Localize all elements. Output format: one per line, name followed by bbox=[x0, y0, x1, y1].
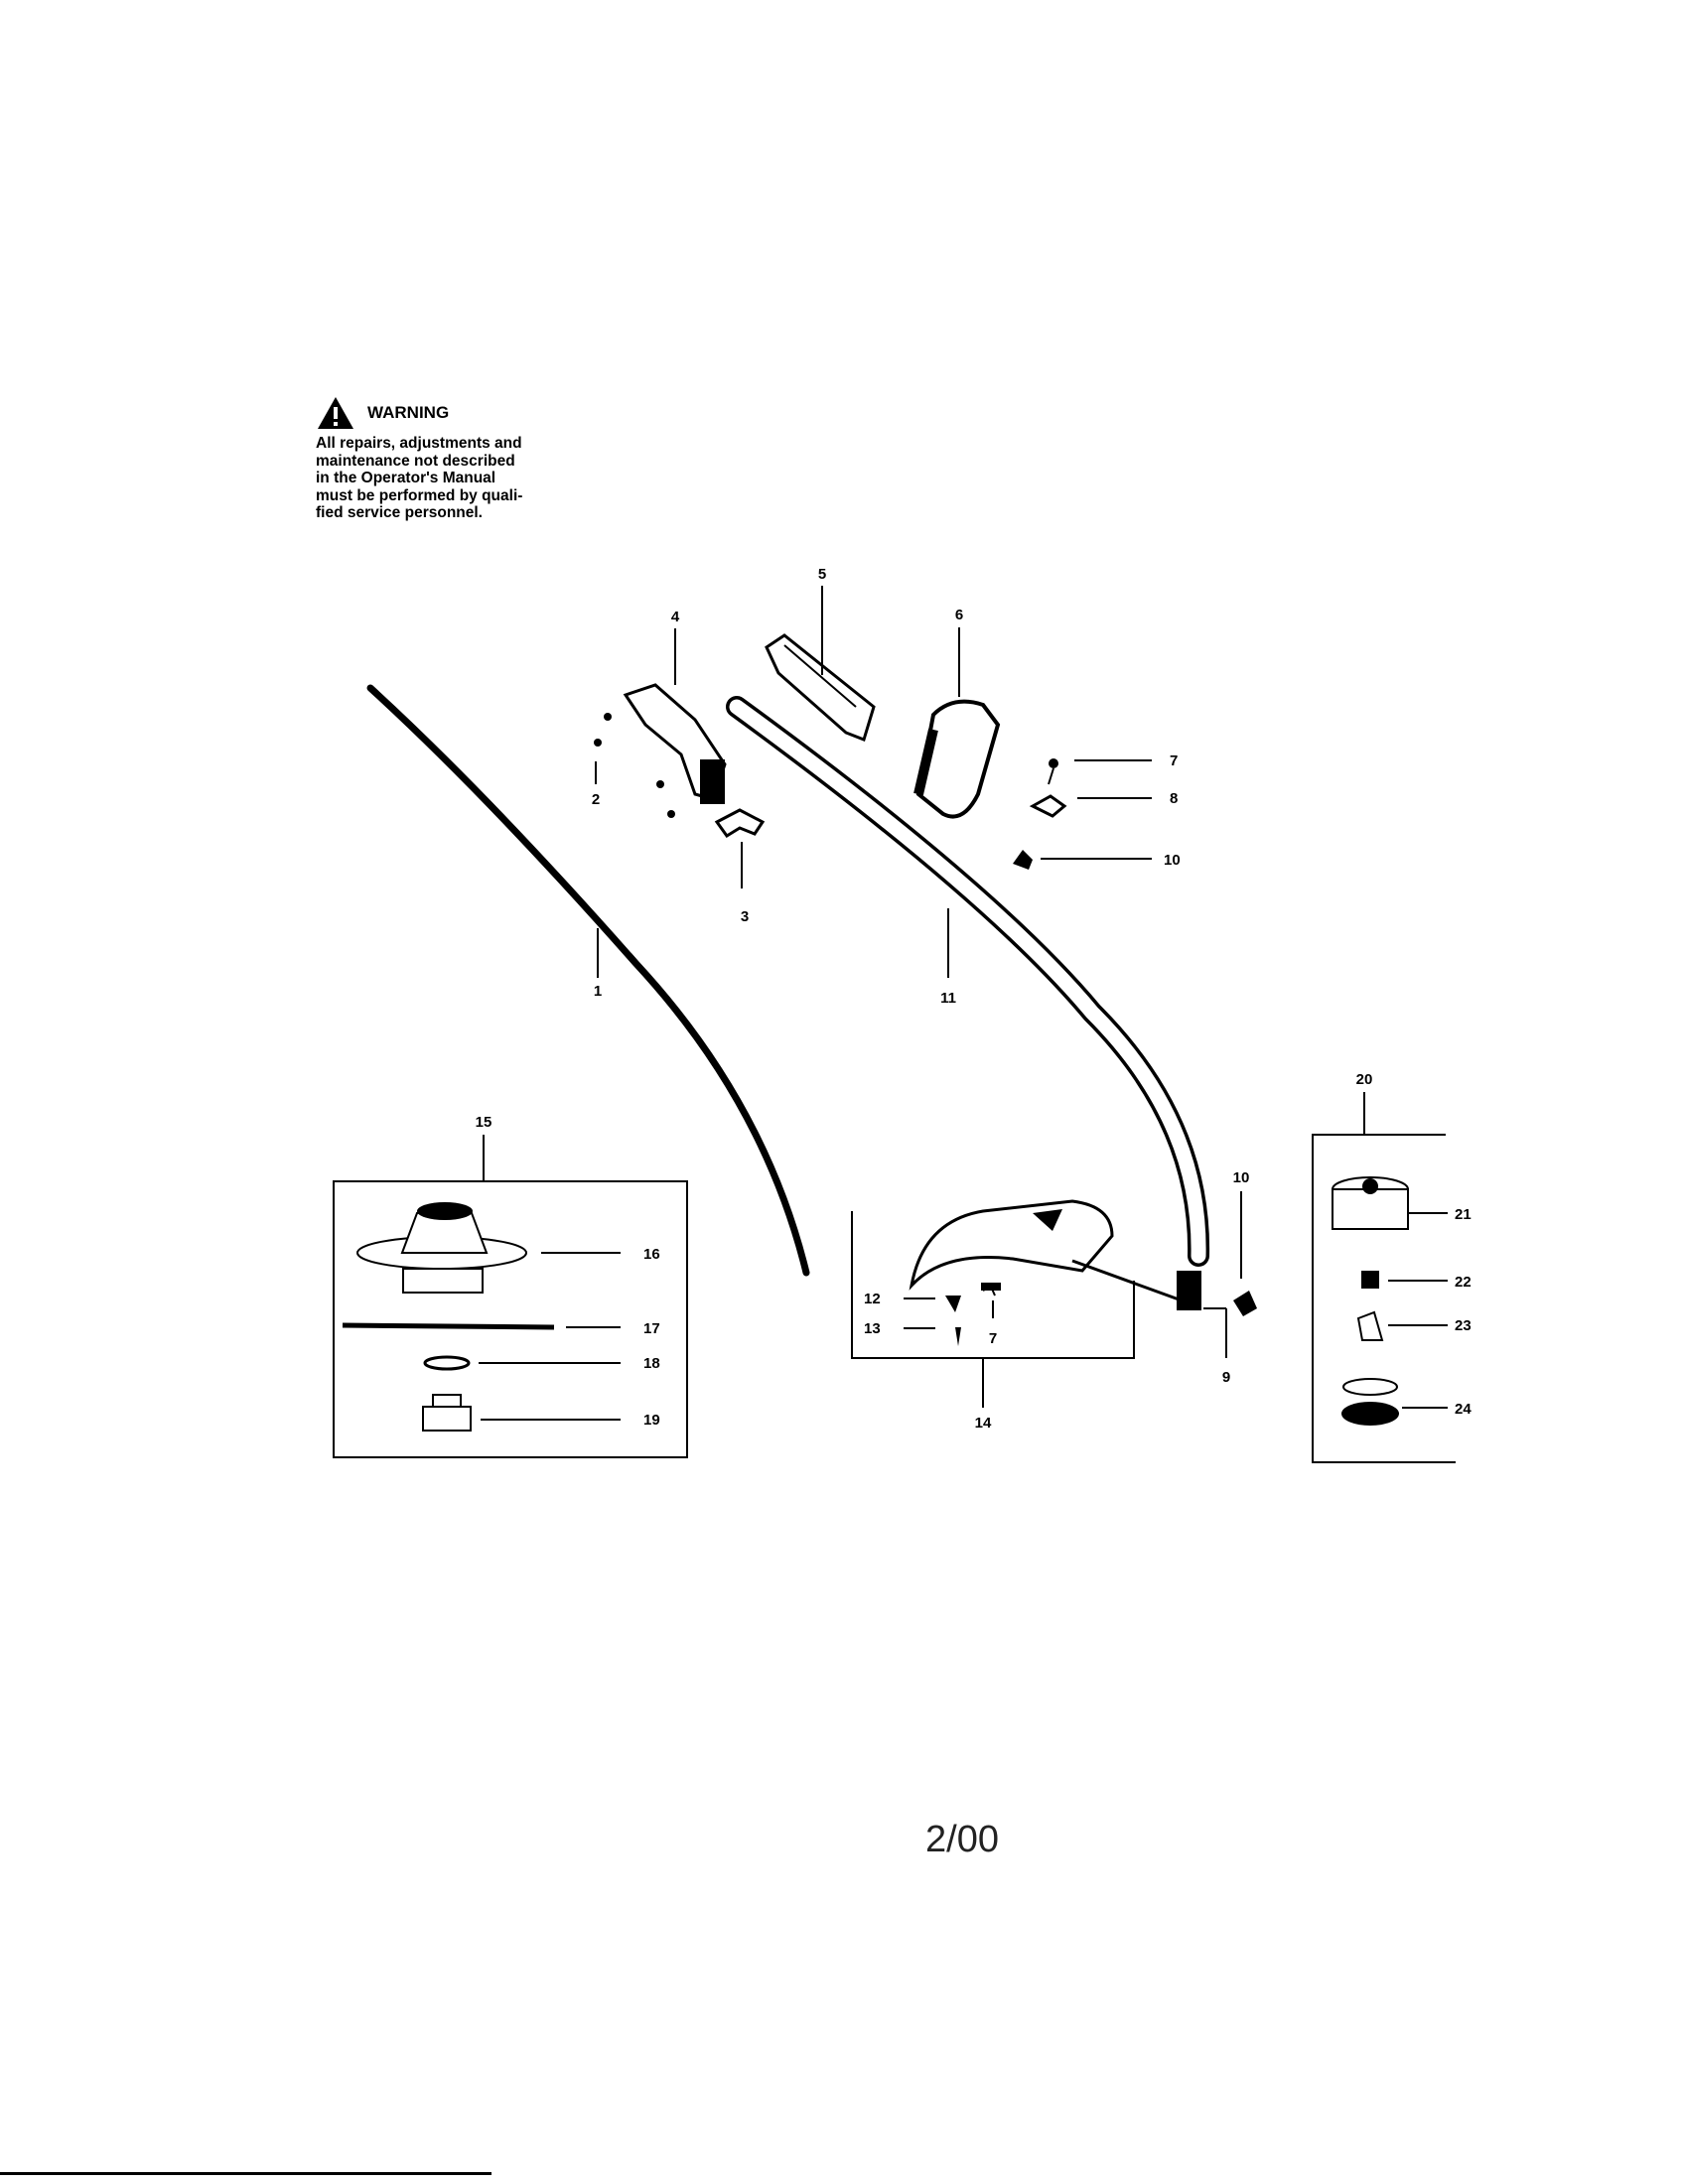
callout-7-upper: 7 bbox=[1170, 752, 1178, 769]
callout-15: 15 bbox=[476, 1114, 492, 1131]
callout-22: 22 bbox=[1455, 1274, 1472, 1291]
callout-20: 20 bbox=[1356, 1071, 1373, 1088]
part-23-spool bbox=[1356, 1310, 1384, 1341]
callout-13: 13 bbox=[864, 1320, 881, 1337]
warning-title: WARNING bbox=[367, 403, 450, 422]
callout-18: 18 bbox=[643, 1355, 660, 1372]
callout-16: 16 bbox=[643, 1246, 660, 1263]
callout-10-lower: 10 bbox=[1233, 1169, 1250, 1186]
callout-19: 19 bbox=[643, 1412, 660, 1429]
callout-4: 4 bbox=[671, 609, 680, 625]
part-5-handle-half bbox=[765, 633, 876, 742]
part-19-nut bbox=[422, 1394, 472, 1432]
callout-12: 12 bbox=[864, 1291, 881, 1307]
callout-3: 3 bbox=[741, 908, 749, 925]
callout-8: 8 bbox=[1170, 790, 1178, 807]
callout-17: 17 bbox=[643, 1320, 660, 1337]
callout-21: 21 bbox=[1455, 1206, 1472, 1223]
part-9-clamp bbox=[1177, 1271, 1201, 1310]
warning-box: WARNING All repairs, adjustments and mai… bbox=[316, 395, 596, 522]
part-14-guard bbox=[909, 1199, 1183, 1302]
part-10-lower-wing-nut bbox=[1233, 1291, 1257, 1316]
part-8-clamp bbox=[1029, 794, 1067, 818]
warning-line: maintenance not described bbox=[316, 452, 515, 470]
callout-23: 23 bbox=[1455, 1317, 1472, 1334]
warning-header: WARNING bbox=[316, 395, 596, 431]
part-16-spindle-flange bbox=[356, 1202, 527, 1294]
footer-date: 2/00 bbox=[925, 1819, 999, 1860]
bottom-rule bbox=[0, 2172, 491, 2175]
box-14 bbox=[851, 1211, 1135, 1359]
warning-line: All repairs, adjustments and bbox=[316, 435, 522, 452]
callout-14: 14 bbox=[975, 1415, 992, 1432]
warning-triangle-icon bbox=[318, 397, 353, 429]
callout-6: 6 bbox=[955, 607, 963, 623]
callout-10-upper: 10 bbox=[1164, 852, 1181, 869]
callout-5: 5 bbox=[818, 566, 826, 583]
part-17-cutting-line bbox=[342, 1322, 555, 1330]
part-7-bolt bbox=[981, 1283, 1001, 1291]
box-20 bbox=[1312, 1134, 1456, 1463]
callout-11: 11 bbox=[940, 990, 956, 1007]
callout-24: 24 bbox=[1455, 1401, 1472, 1418]
warning-line: in the Operator's Manual bbox=[316, 470, 496, 487]
part-6-handle-grip bbox=[913, 699, 1001, 819]
callout-9: 9 bbox=[1222, 1369, 1230, 1386]
part-18-washer bbox=[423, 1355, 471, 1371]
part-22-spring bbox=[1361, 1271, 1379, 1289]
part-24-head-base bbox=[1341, 1378, 1399, 1426]
warning-text: All repairs, adjustments and maintenance… bbox=[316, 435, 596, 522]
part-1-drive-shaft bbox=[366, 684, 810, 1277]
warning-line: must be performed by quali- bbox=[316, 486, 523, 504]
callout-2: 2 bbox=[592, 791, 600, 808]
part-4-handle-bracket bbox=[594, 683, 727, 818]
part-21-head-cover bbox=[1332, 1176, 1409, 1230]
part-3-wing-nut bbox=[714, 808, 766, 839]
part-12-nut bbox=[945, 1296, 961, 1312]
part-13-screw bbox=[955, 1327, 961, 1346]
part-7-screw bbox=[1048, 758, 1058, 785]
part-10-wing-nut bbox=[1013, 850, 1033, 870]
callout-1: 1 bbox=[594, 983, 602, 1000]
box-15 bbox=[333, 1180, 688, 1458]
callout-7-lower: 7 bbox=[989, 1330, 997, 1347]
warning-line: fied service personnel. bbox=[316, 504, 483, 522]
